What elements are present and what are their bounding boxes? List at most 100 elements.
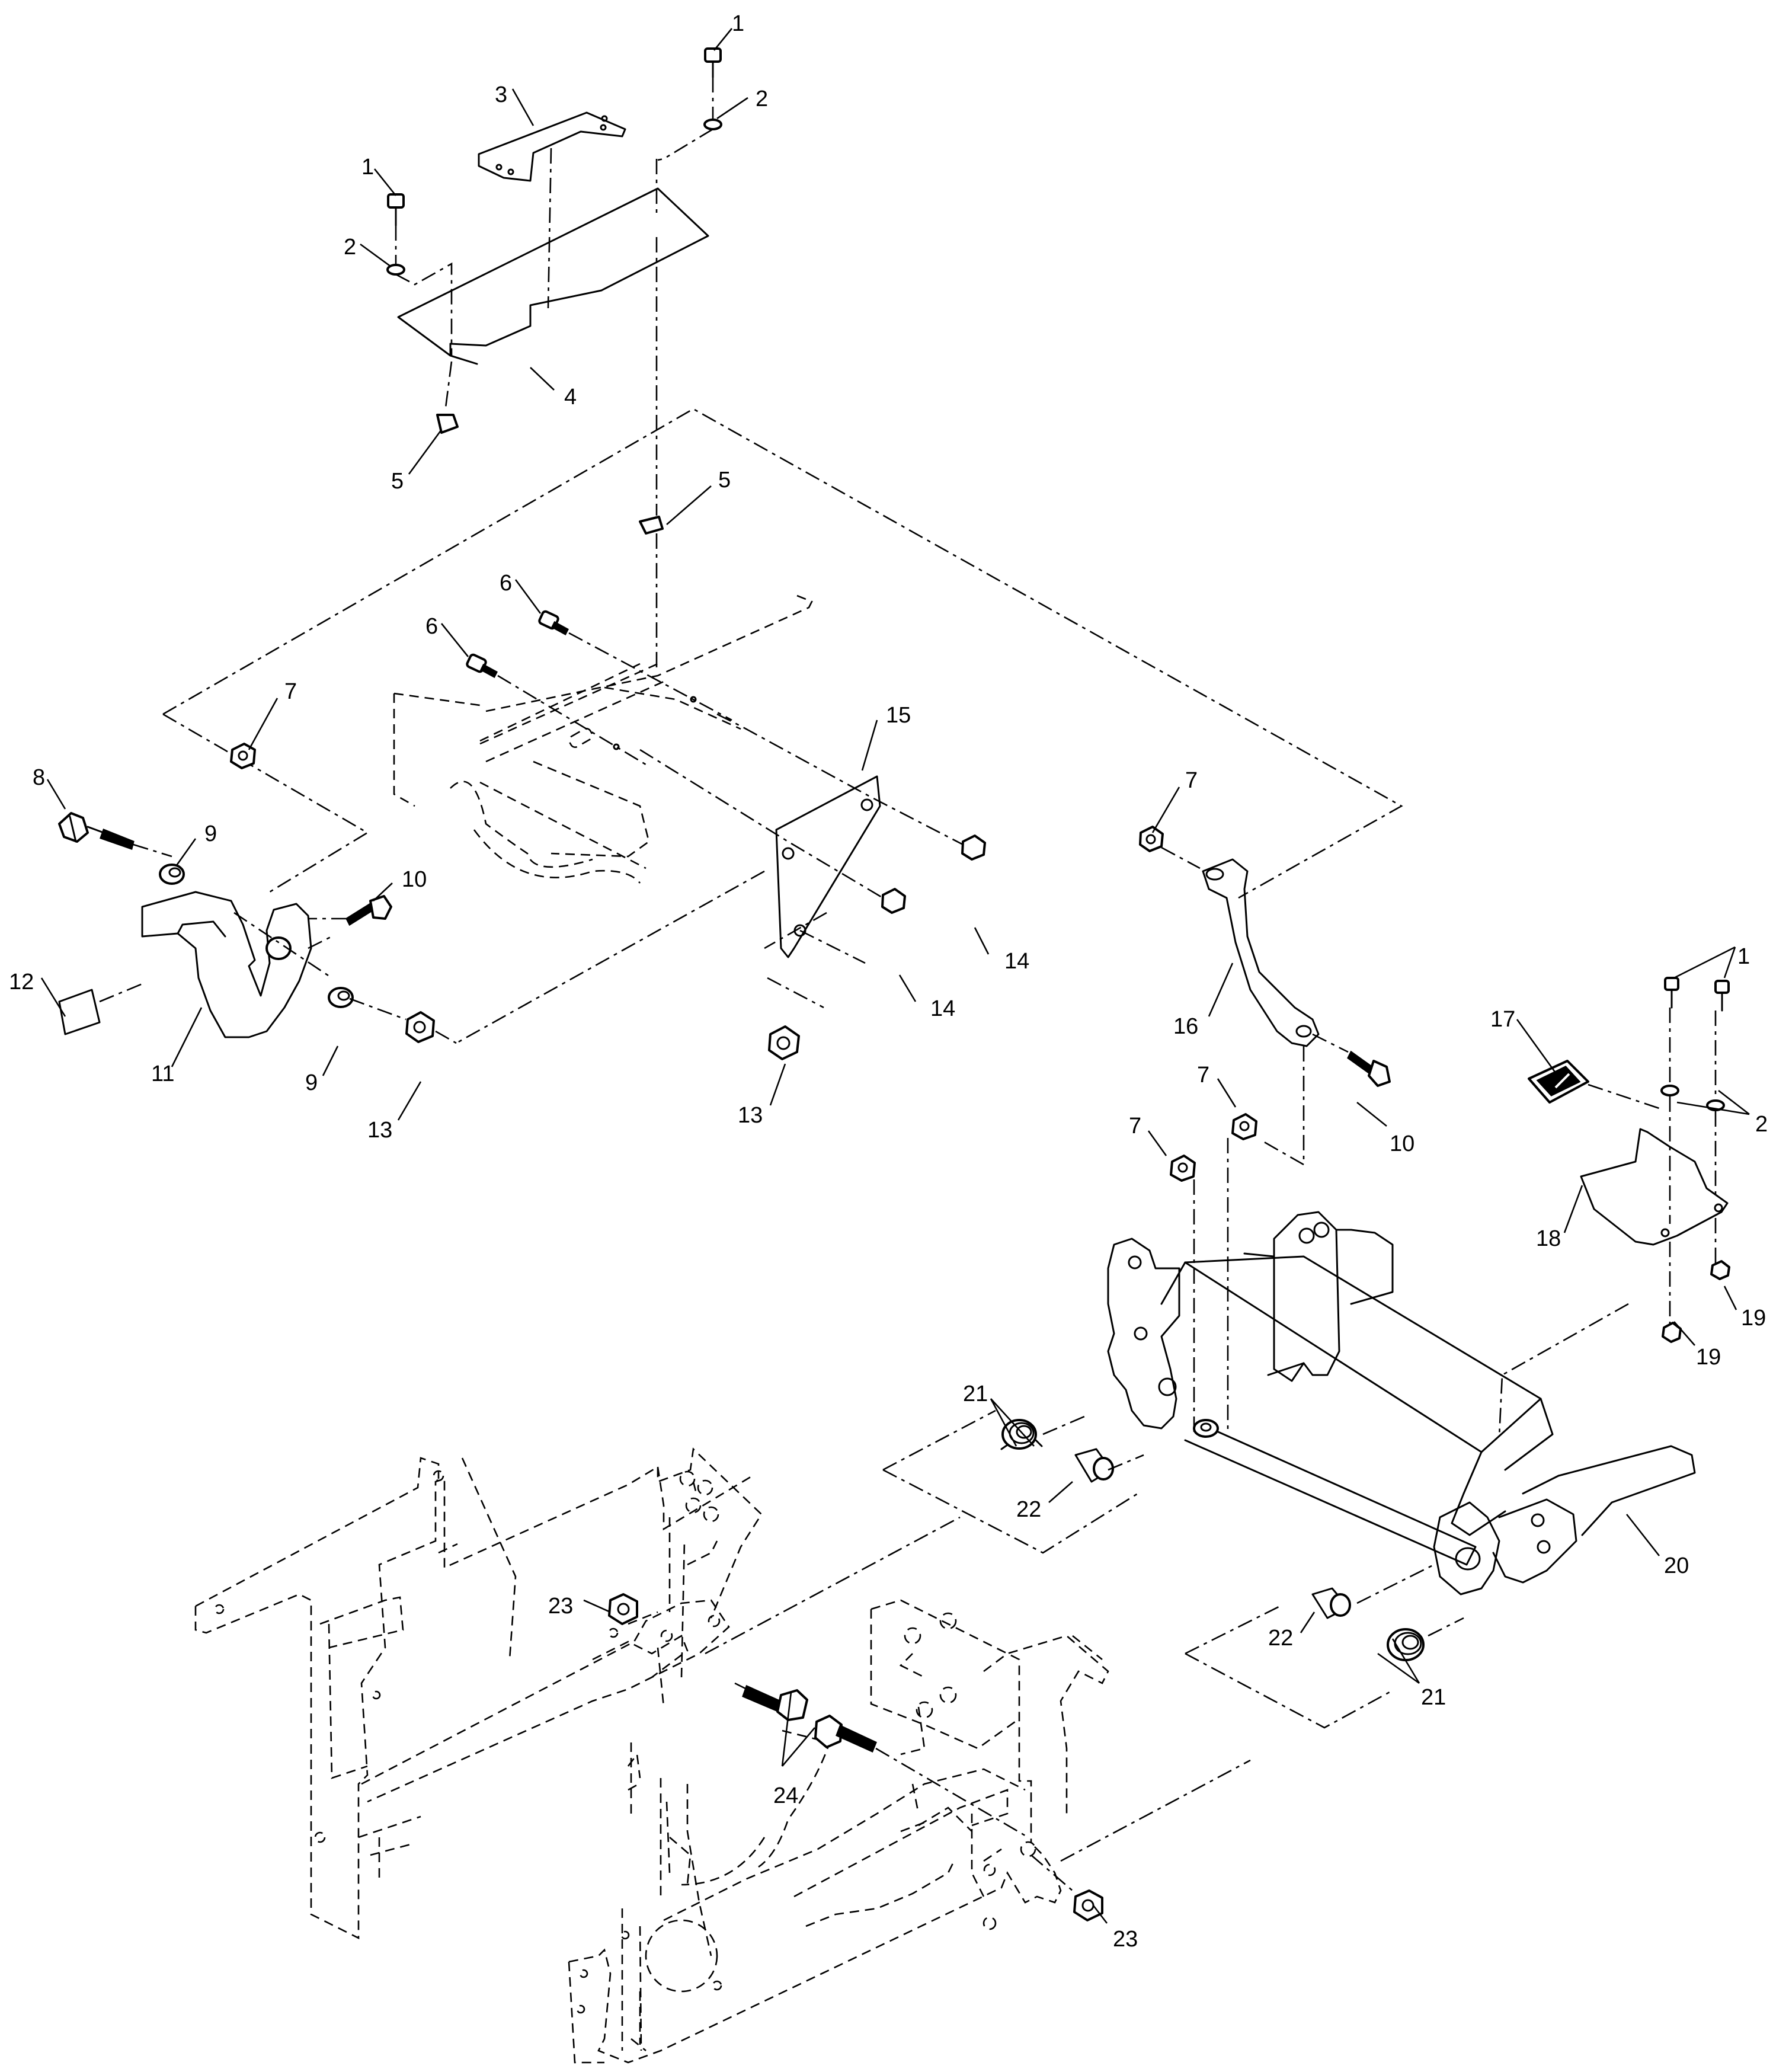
callout-c5a: 5 [391,429,443,494]
lock-nut-lower [881,888,906,914]
shaft-axis-lower [1060,1759,1251,1862]
callout-leader [1625,1514,1660,1556]
callout-c23b: 23 [1092,1905,1138,1952]
torsion-spring-lower [1387,1628,1425,1661]
callout-leader [408,429,443,475]
pivot-bolt-lower [814,1715,1029,1838]
decal-guide-line [547,148,552,309]
callout-c13a: 13 [367,1081,422,1143]
flange-nut-lower-left [405,1011,457,1044]
callout-c2c: 2 [1676,1089,1768,1137]
guard-to-frame-line [1498,1303,1629,1438]
center-mount-hidden [393,594,813,884]
right-frame-rail [568,1599,1109,2064]
callout-c7a: 7 [248,679,297,750]
callout-number: 16 [1173,1014,1198,1039]
callout-leader [1676,1101,1750,1115]
callout-c6a: 6 [500,571,542,614]
callout-c23a: 23 [548,1594,611,1619]
callout-number: 1 [732,11,744,36]
callout-number: 2 [756,87,768,111]
callout-c20: 20 [1625,1514,1689,1578]
callout-c4: 4 [530,367,577,410]
callout-number: 14 [1004,949,1029,974]
shaft-axis-upper [705,1516,961,1655]
callout-number: 23 [1113,1927,1138,1952]
bushing-lower [1311,1587,1351,1619]
callout-leader [1673,946,1736,979]
callout-c24: 24 [773,1692,815,1808]
callout-leader [248,698,279,750]
bolt-top-left [386,193,453,408]
callout-leader [769,1063,786,1106]
callout-number: 7 [1129,1114,1141,1139]
pivot-cross-member [1107,1211,1696,1595]
callout-leader [1723,1286,1737,1310]
callout-number: 21 [963,1382,988,1406]
hex-bolt-short-left [308,895,392,926]
callout-leader [1516,1019,1557,1073]
callout-leader [1718,1089,1750,1115]
pedal-pad [58,983,143,1035]
callout-leader [990,1398,1035,1447]
callout-number: 9 [305,1070,318,1095]
callout-leader [373,882,393,901]
callout-c22a: 22 [1016,1481,1073,1522]
callout-number: 11 [151,1061,174,1086]
callout-c3: 3 [495,82,535,126]
nut-lower-b [1170,1155,1196,1434]
callout-c9a: 9 [175,821,217,866]
callout-c19b: 19 [1673,1321,1721,1370]
spring-plane-upper [882,1409,1144,1554]
callout-c1c: 1 [1673,944,1750,979]
callout-c7c: 7 [1197,1063,1237,1108]
callout-c10b: 10 [1356,1101,1414,1156]
callout-leader [1217,1078,1237,1108]
callout-number: 21 [1421,1685,1446,1710]
clip-nut-center [639,237,664,670]
spring-plane-lower [1185,1563,1464,1729]
callout-c5b: 5 [666,468,731,525]
callout-leader [1673,1321,1695,1346]
frame-nut-upper [608,1593,638,1625]
lever-drop-line [1262,1046,1305,1166]
callout-number: 9 [204,821,217,846]
callout-leader [1092,1905,1108,1924]
hex-bolt-short-right [1347,1050,1391,1087]
callout-leader [440,623,469,657]
callout-number: 7 [284,679,297,704]
callout-leader [1048,1481,1073,1503]
callout-leader [40,977,66,1017]
callout-number: 10 [402,867,427,892]
nut-lower-a [1227,1113,1257,1434]
callout-c21b: 21 [1377,1638,1446,1710]
callout-number: 3 [495,82,507,107]
callout-leader [1208,963,1234,1017]
callout-number: 5 [718,468,731,493]
callout-number: 15 [886,703,911,728]
nut-upper-left [230,743,256,769]
callout-c21a: 21 [963,1382,1035,1447]
control-lever [1202,858,1349,1053]
callout-c15: 15 [861,703,911,771]
guard-guide-lines [1669,1008,1717,1325]
callout-leader [1723,947,1736,979]
callout-number: 14 [930,996,955,1021]
callout-leader [861,720,878,771]
nut-lever-top [1139,826,1201,869]
callout-c18: 18 [1536,1185,1583,1251]
callout-number: 24 [773,1783,798,1808]
callout-leader [1356,1101,1387,1127]
callout-number: 18 [1536,1226,1561,1251]
spacer-bushing-lower [328,987,407,1021]
callout-number: 20 [1664,1553,1689,1578]
callout-leader [1563,1185,1583,1233]
torsion-spring-upper [1000,1419,1043,1450]
callout-c11: 11 [151,1007,203,1086]
callout-c7d: 7 [1129,1114,1167,1156]
callout-number: 19 [1696,1345,1721,1370]
frame-nut-lower [1030,1854,1103,1921]
callout-leader [511,88,535,126]
top-cover-plate [397,187,709,365]
